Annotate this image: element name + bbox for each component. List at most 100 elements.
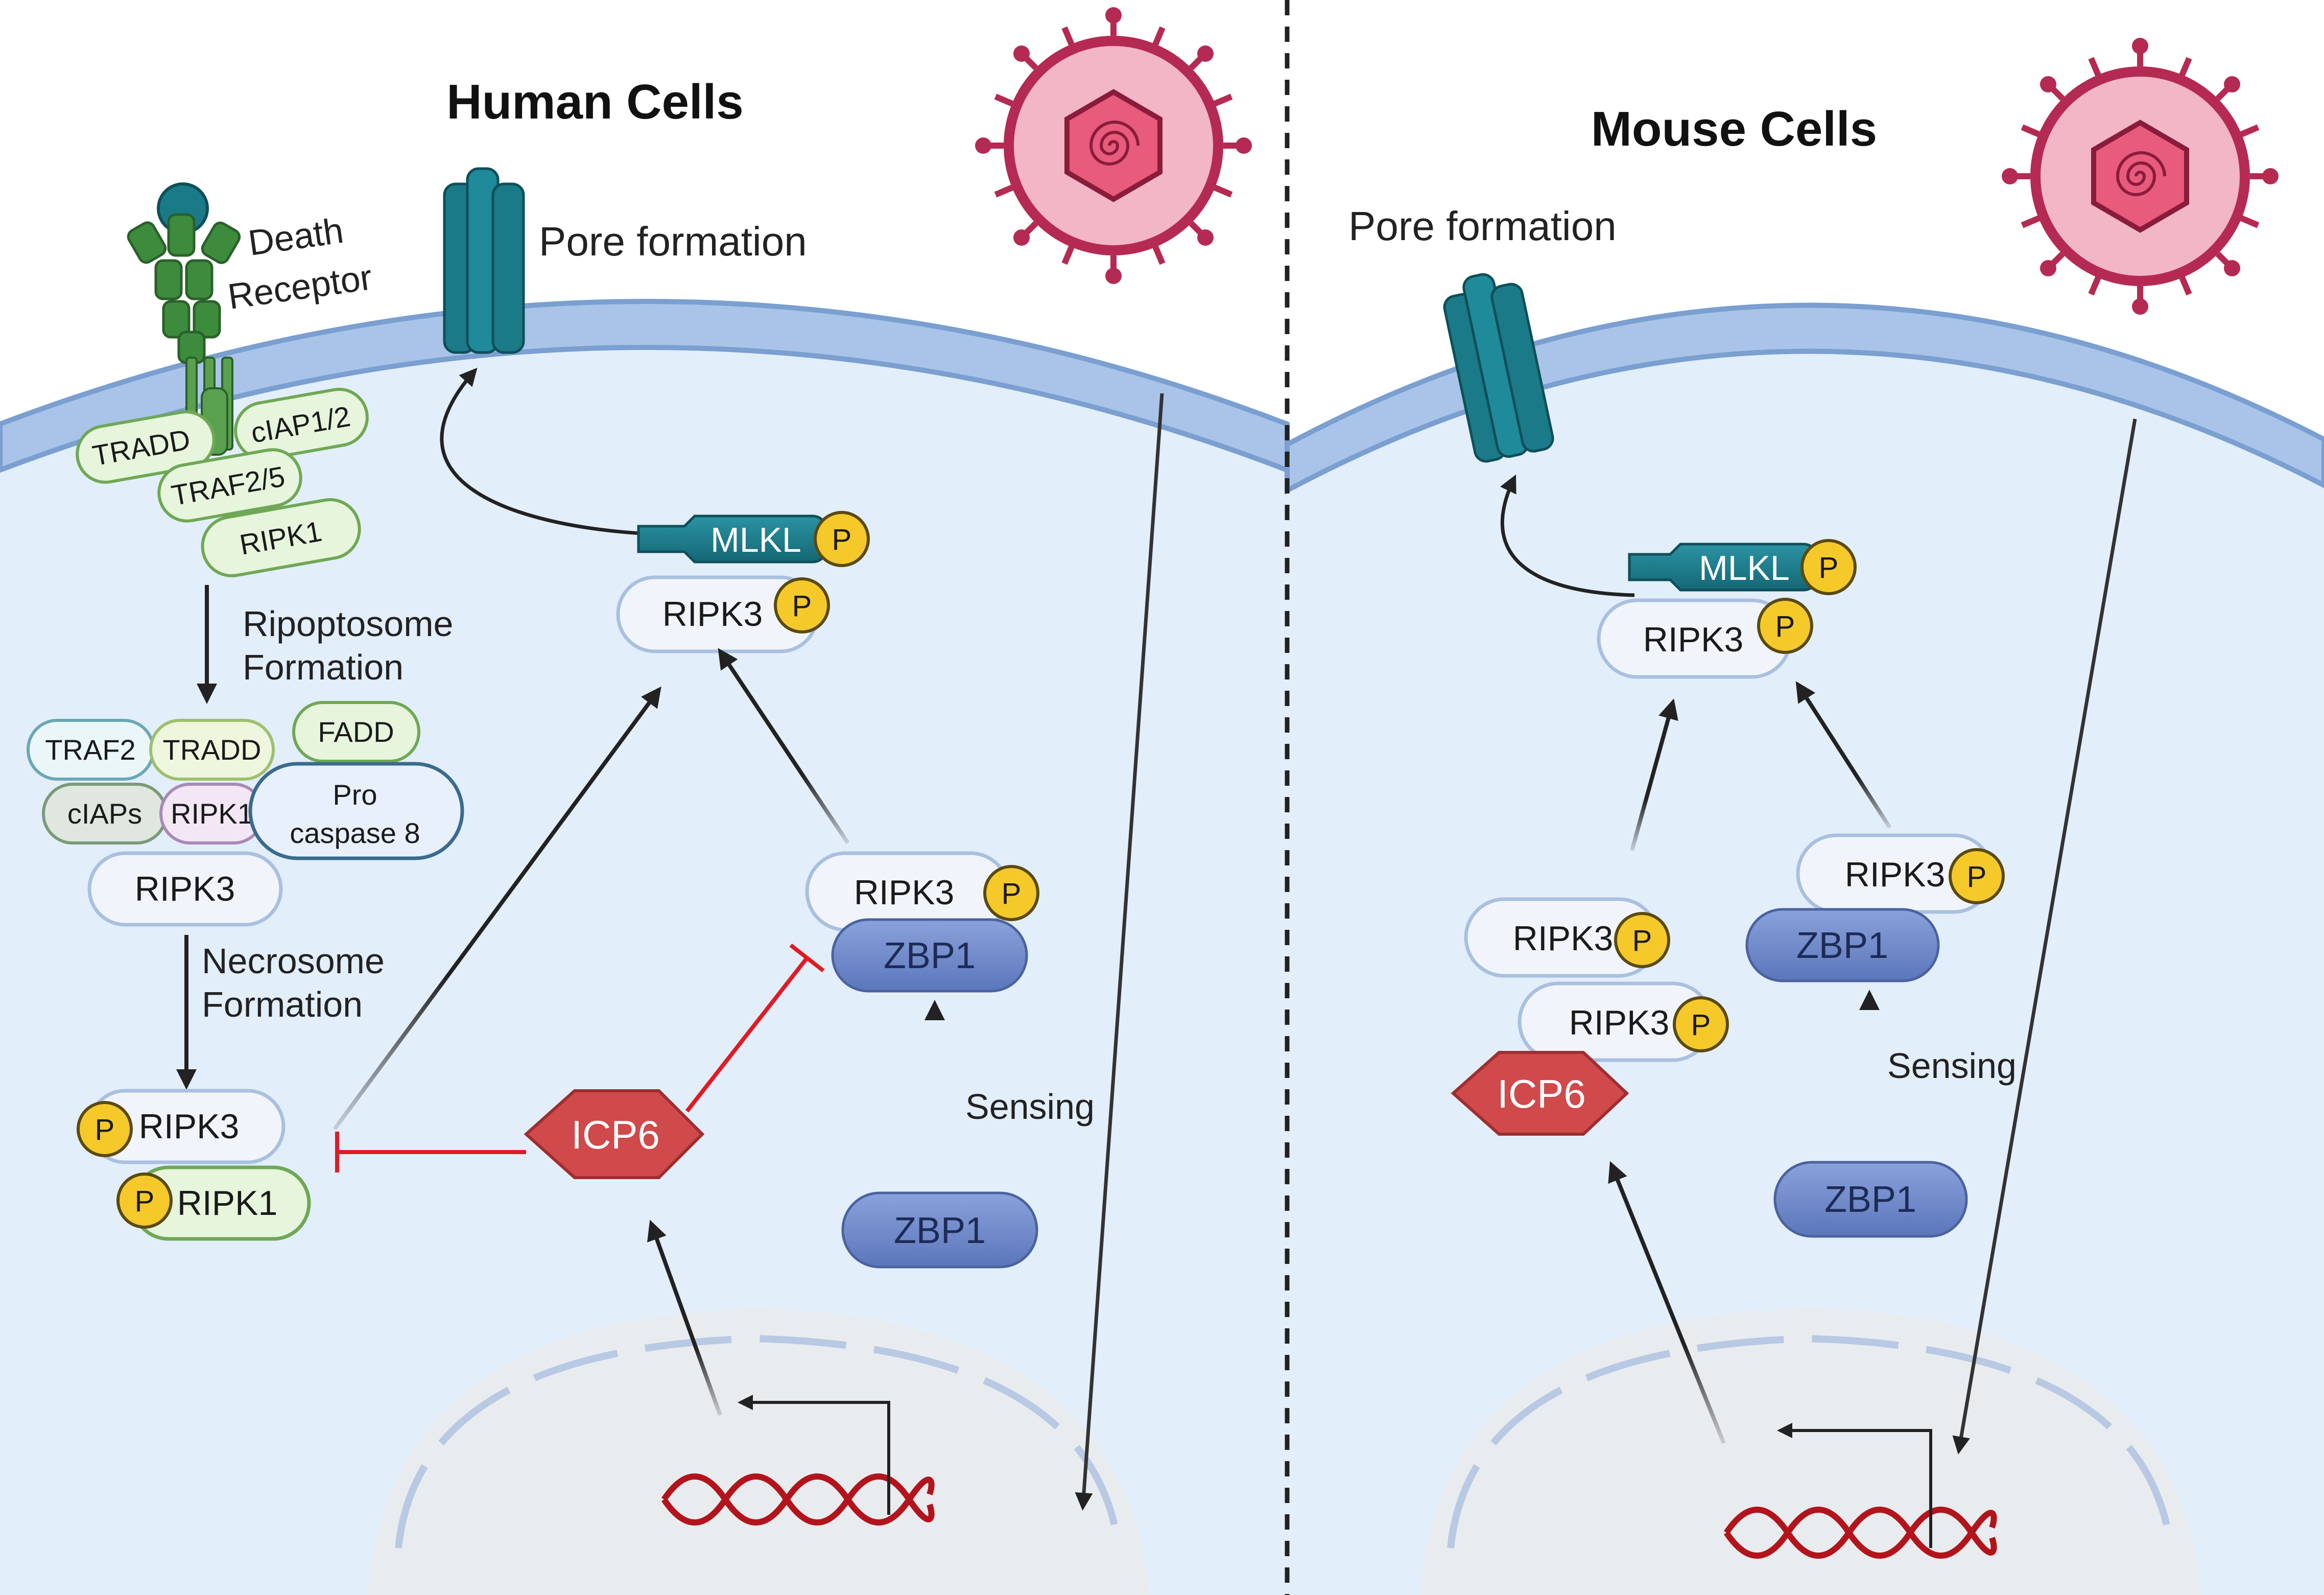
ripk3-pill	[87, 851, 283, 927]
ripk3-label: RIPK3	[135, 870, 235, 908]
fadd-pill	[292, 701, 420, 763]
phospho-badge: P	[1800, 539, 1857, 595]
icp6-icon: ICP6	[524, 1089, 705, 1179]
ripk1-label: RIPK1	[171, 798, 253, 830]
mlkl-ripk3-complex: RIPK3 MLKL P P	[616, 511, 870, 653]
ripk3-label: RIPK3	[1643, 620, 1744, 659]
traf-pill	[157, 448, 302, 523]
ripk3-label: RIPK3	[1569, 1003, 1670, 1042]
mouse-nuclear-envelope	[1447, 1334, 2174, 1549]
icp6-label: ICP6	[571, 1112, 659, 1157]
ripk3-label: RIPK3	[1513, 919, 1614, 958]
dna-icon	[1724, 1423, 1997, 1559]
complex-i: TRADD cIAP1/2 TRAF2/5 RIPK1	[76, 387, 369, 578]
zbp1-label: ZBP1	[884, 935, 976, 976]
ripk1-pill	[201, 498, 361, 578]
ripk3-label: RIPK3	[1845, 855, 1946, 894]
svg-text:P: P	[1691, 1008, 1711, 1042]
activation-arrow	[1795, 681, 1892, 829]
icp6-expression-arrow	[1608, 1161, 1726, 1444]
phospho-badge: P	[1673, 996, 1729, 1052]
zbp1-label: ZBP1	[1796, 925, 1888, 966]
ripk3-label: RIPK3	[854, 873, 955, 912]
mouse-nucleus	[1420, 1308, 2201, 1595]
tradd-pill	[149, 719, 275, 781]
pore-formation-label: Pore formation	[1348, 203, 1617, 249]
zbp1-ripk3-complex: RIPK3 ZBP1 P	[1745, 833, 2005, 982]
svg-text:P: P	[1967, 860, 1987, 894]
phospho-badge: P	[1949, 848, 2005, 904]
human-nucleus	[368, 1308, 1149, 1595]
phospho-badge: P	[814, 511, 870, 567]
human-cell	[0, 299, 1290, 1595]
fadd-label: FADD	[318, 716, 394, 748]
pore-icon	[443, 167, 525, 354]
phospho-badge: P	[116, 1172, 173, 1229]
mlkl-label: MLKL	[710, 521, 801, 559]
zbp1-label: ZBP1	[1824, 1179, 1916, 1220]
ripk3-label: RIPK3	[139, 1107, 240, 1146]
zbp1-pill	[1773, 1161, 1968, 1238]
virus-entry-arrow	[1952, 418, 2137, 1455]
mouse-title: Mouse Cells	[1591, 102, 1877, 156]
svg-text:P: P	[832, 523, 852, 556]
phospho-badge: P	[774, 577, 830, 634]
ripoptosome-complex: TRAF2 TRADD FADD cIAPs RIPK1 Pro caspase…	[27, 701, 464, 927]
virus-entry-arrow	[1075, 393, 1164, 1511]
icp6-ripk3-complex: RIPK3 RIPK3 P P ICP6	[1451, 897, 1729, 1136]
phospho-badge: P	[77, 1101, 133, 1157]
ciap-pill	[234, 387, 369, 461]
activation-arrow	[718, 648, 850, 845]
zbp1-pill	[1745, 908, 1940, 982]
pore-arrow	[1500, 474, 1635, 597]
ripoptosome-label: Ripoptosome	[243, 604, 453, 644]
human-nuclear-envelope	[395, 1334, 1122, 1549]
procaspase8-label: caspase 8	[290, 817, 420, 849]
mlkl-label: MLKL	[1699, 549, 1790, 588]
pore-formation-label: Pore formation	[539, 219, 807, 264]
procaspase8-label: Pro	[333, 779, 377, 811]
activation-arrow	[1630, 698, 1678, 852]
svg-text:P: P	[1002, 877, 1022, 910]
phospho-badge: P	[1757, 598, 1813, 654]
sensing-label: Sensing	[965, 1087, 1095, 1127]
necrosome-label: Necrosome	[202, 941, 385, 981]
necrosome-complex: RIPK3 RIPK1 P P	[77, 1089, 311, 1241]
virus-icon	[2002, 38, 2279, 315]
zbp1-ripk3-complex: RIPK3 ZBP1 P	[805, 851, 1039, 993]
svg-text:P: P	[1775, 610, 1795, 643]
svg-text:P: P	[135, 1185, 155, 1218]
icp6-expression-arrow	[647, 1219, 722, 1416]
human-cytoplasm	[0, 322, 1287, 1595]
mouse-membrane	[1285, 302, 2324, 495]
phospho-badge: P	[1614, 912, 1670, 968]
necrosome-label: Formation	[202, 984, 363, 1024]
ciaps-label: cIAPs	[67, 798, 142, 830]
traf2-label: TRAF2	[45, 734, 135, 766]
icp6-icon: ICP6	[1451, 1051, 1629, 1136]
svg-text:P: P	[95, 1113, 115, 1146]
phospho-badge: P	[983, 865, 1039, 921]
dna-icon	[661, 1395, 935, 1526]
ripoptosome-label: Formation	[243, 647, 404, 687]
zbp1-pill	[831, 918, 1028, 993]
human-title: Human Cells	[446, 75, 743, 129]
virus-icon	[975, 7, 1252, 284]
zbp1-label: ZBP1	[894, 1210, 986, 1251]
tradd-label: TRADD	[163, 734, 262, 766]
inhibition-line	[685, 943, 825, 1113]
pore-arrow	[440, 367, 649, 536]
icp6-label: ICP6	[1497, 1071, 1585, 1116]
inhibition-line	[335, 1132, 526, 1172]
svg-text:P: P	[1819, 551, 1839, 584]
activation-arrow	[333, 686, 661, 1131]
sensing-label: Sensing	[1887, 1046, 2017, 1086]
pore-icon	[1443, 273, 1554, 463]
svg-text:P: P	[1632, 924, 1652, 957]
ripk3-label: RIPK3	[662, 595, 763, 634]
mlkl-ripk3-complex: RIPK3 MLKL P P	[1597, 539, 1857, 679]
zbp1-pill	[841, 1191, 1038, 1269]
procaspase8-pill	[248, 762, 464, 860]
svg-text:P: P	[792, 590, 812, 623]
